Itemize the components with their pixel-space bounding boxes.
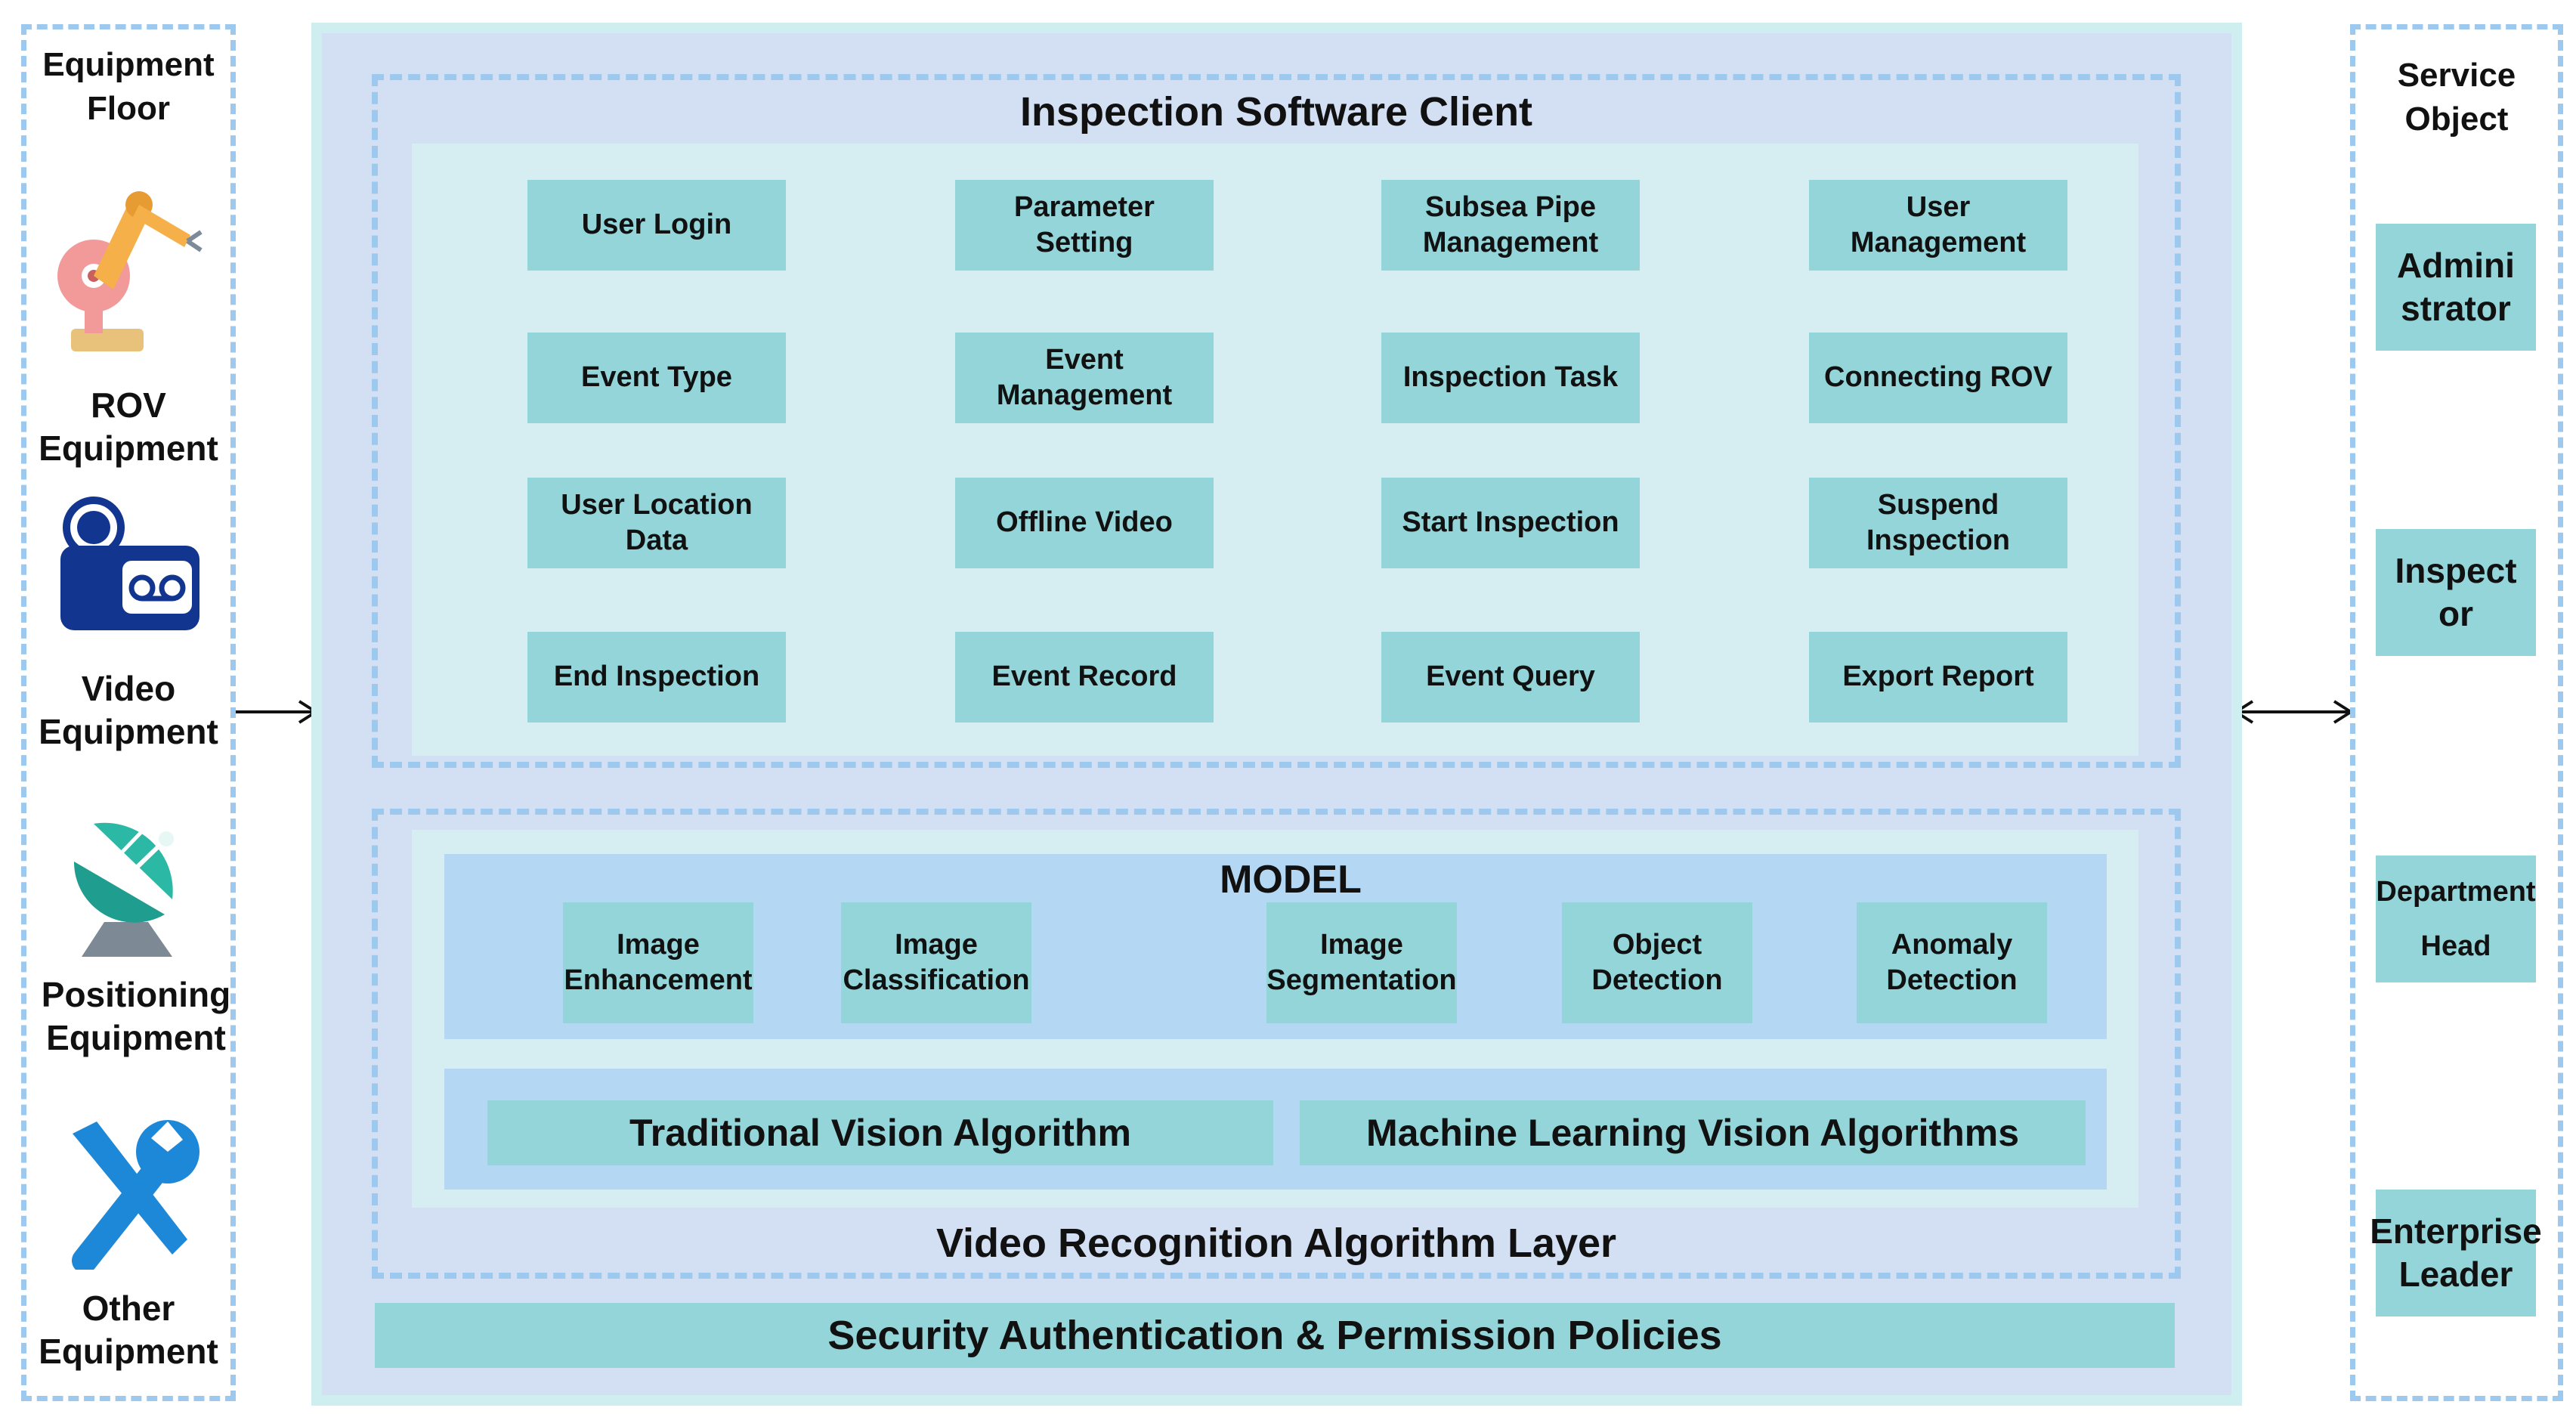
connecting-rov-button[interactable]: Connecting ROV xyxy=(1809,333,2067,423)
object-detection-box: Object Detection xyxy=(1562,902,1752,1023)
suspend-inspection-button[interactable]: Suspend Inspection xyxy=(1809,478,2067,568)
event-record-button[interactable]: Event Record xyxy=(955,632,1214,722)
arrow-right-icon xyxy=(236,697,319,727)
inspection-client-title: Inspection Software Client xyxy=(1019,88,1533,135)
rov-equipment-label: ROV Equipment xyxy=(39,385,218,469)
start-inspection-button[interactable]: Start Inspection xyxy=(1381,478,1640,568)
positioning-equipment-label: Positioning Equipment xyxy=(41,974,231,1058)
anomaly-detection-box: Anomaly Detection xyxy=(1857,902,2047,1023)
inspection-task-button[interactable]: Inspection Task xyxy=(1381,333,1640,423)
enterprise-leader-role: Enterprise Leader xyxy=(2370,1190,2542,1317)
model-title: MODEL xyxy=(1220,858,1362,902)
service-object-title: Service Object xyxy=(2397,57,2516,138)
machine-learning-vision-algorithms-box: Machine Learning Vision Algorithms xyxy=(1300,1100,2086,1165)
user-location-data-button[interactable]: User Location Data xyxy=(527,478,786,568)
bidirectional-arrow-icon xyxy=(2233,697,2354,727)
video-camera-icon xyxy=(54,491,206,642)
security-policies-bar: Security Authentication & Permission Pol… xyxy=(375,1303,2175,1368)
algorithm-layer-frame xyxy=(372,809,2181,1279)
image-enhancement-box: Image Enhancement xyxy=(563,902,753,1023)
offline-video-button[interactable]: Offline Video xyxy=(955,478,1214,568)
administrator-role: Admini strator xyxy=(2376,224,2536,351)
department-head-role: Department Head xyxy=(2376,856,2536,982)
user-login-button[interactable]: User Login xyxy=(527,180,786,271)
event-type-button[interactable]: Event Type xyxy=(527,333,786,423)
equipment-floor-title: Equipment Floor xyxy=(42,46,215,127)
other-equipment-label: Other Equipment xyxy=(39,1288,218,1372)
equipment-floor-column xyxy=(21,24,236,1401)
service-object-column xyxy=(2350,24,2563,1401)
export-report-button[interactable]: Export Report xyxy=(1809,632,2067,722)
tools-icon xyxy=(54,1111,206,1273)
event-query-button[interactable]: Event Query xyxy=(1381,632,1640,722)
inspector-role: Inspect or xyxy=(2376,529,2536,656)
image-classification-box: Image Classification xyxy=(841,902,1031,1023)
image-segmentation-box: Image Segmentation xyxy=(1266,902,1457,1023)
traditional-vision-algorithm-box: Traditional Vision Algorithm xyxy=(487,1100,1273,1165)
event-management-button[interactable]: Event Management xyxy=(955,333,1214,423)
video-equipment-label: Video Equipment xyxy=(39,668,218,752)
robot-arm-icon xyxy=(54,178,206,359)
subsea-pipe-management-button[interactable]: Subsea Pipe Management xyxy=(1381,180,1640,271)
parameter-setting-button[interactable]: Parameter Setting xyxy=(955,180,1214,271)
algorithm-layer-title: Video Recognition Algorithm Layer xyxy=(935,1221,1617,1266)
user-management-button[interactable]: User Management xyxy=(1809,180,2067,271)
satellite-dish-icon xyxy=(59,809,195,960)
inspection-client-frame xyxy=(372,74,2181,768)
end-inspection-button[interactable]: End Inspection xyxy=(527,632,786,722)
